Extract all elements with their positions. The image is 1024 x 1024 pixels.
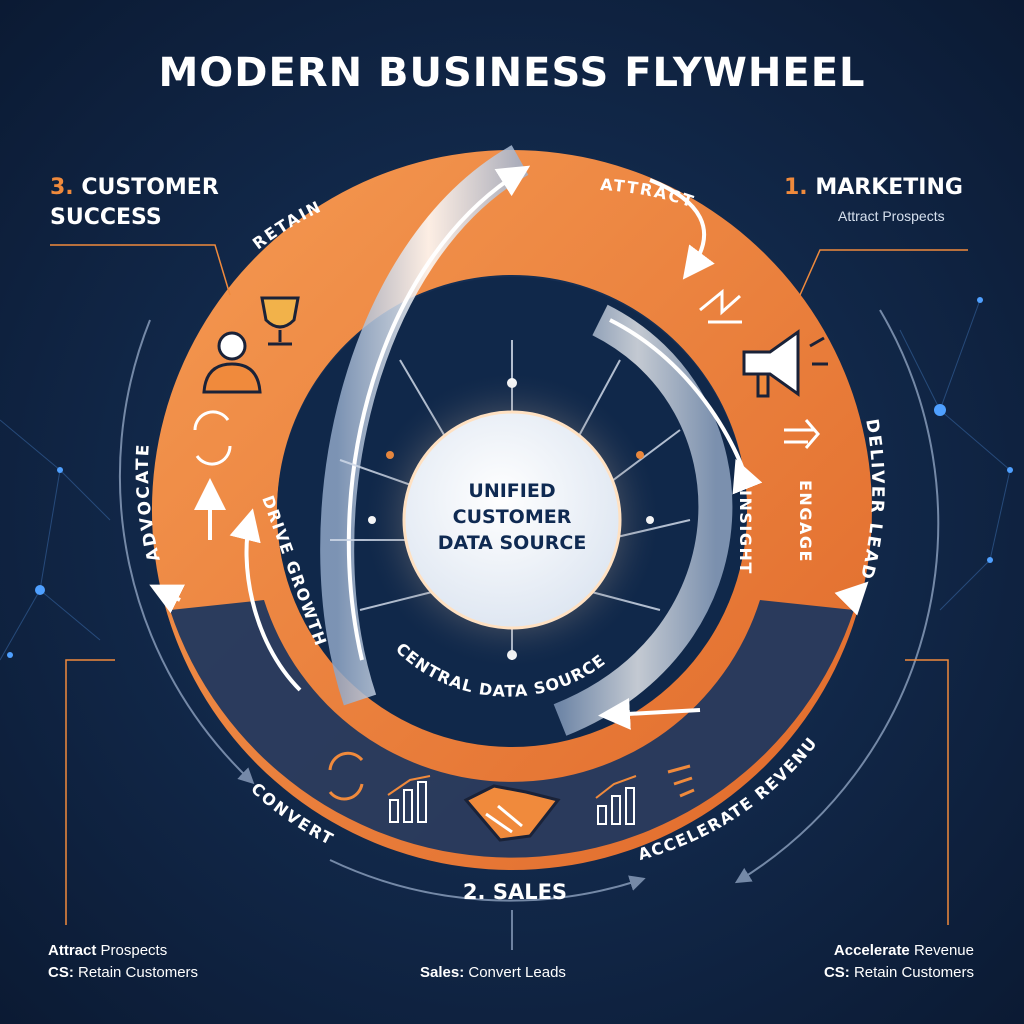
hub-label-line3: DATA SOURCE <box>437 532 587 554</box>
flow-arrows <box>149 165 869 730</box>
ribbon-top <box>320 145 529 706</box>
bottom-left-line1-rest: Prospects <box>96 942 168 959</box>
outer-guide-arcs <box>118 309 940 902</box>
bottom-right-line1-bold: Accelerate <box>833 942 910 959</box>
leader-lines <box>50 244 968 950</box>
hub-label-line2: CUSTOMER <box>452 506 572 528</box>
marketing-subtitle: Attract Prospects <box>838 208 945 224</box>
bottom-center-bold: Sales: <box>420 964 465 981</box>
growth-arrows-icon <box>699 288 742 324</box>
hub-circle <box>402 410 622 630</box>
customer-success-heading: 3. CUSTOMER SUCCESS <box>50 173 219 233</box>
orange-ring <box>151 150 872 871</box>
bottom-right-line1-rest: Revenue <box>909 942 974 959</box>
bottom-left-line1-bold: Attract <box>48 942 97 959</box>
customer-success-name-line1: CUSTOMER <box>81 175 219 200</box>
handshake-icon <box>463 784 561 842</box>
cycle-icon <box>328 751 364 801</box>
label-insight: INSIGHT <box>736 490 755 575</box>
bottom-left-line2-rest: Retain Customers <box>73 964 199 981</box>
bottom-center-caption: Sales: Convert Leads <box>420 962 566 984</box>
trend-chart-icon <box>595 775 637 825</box>
marketing-heading: 1. MARKETING <box>784 173 963 203</box>
network-nodes <box>7 297 1013 658</box>
bottom-left-line2-bold: CS: <box>48 964 74 981</box>
customer-success-name-line2: SUCCESS <box>50 205 162 230</box>
hub-label: UNIFIED CUSTOMER DATA SOURCE <box>412 478 612 556</box>
bottom-center-rest: Convert Leads <box>464 964 566 981</box>
speed-icon <box>667 764 695 798</box>
person-icon <box>202 331 262 394</box>
trophy-icon <box>260 296 300 346</box>
sales-heading: 2. SALES <box>462 880 568 904</box>
marketing-name: MARKETING <box>815 175 963 200</box>
refresh-icon <box>193 410 232 466</box>
bottom-right-line2-bold: CS: <box>823 964 850 981</box>
forward-arrow-icon <box>784 419 820 449</box>
bottom-left-caption: Attract Prospects CS: Retain Customers <box>48 940 198 984</box>
label-engage: ENGAGE <box>796 480 815 563</box>
page-title: MODERN BUSINESS FLYWHEEL <box>158 50 866 96</box>
bar-chart-icon <box>387 775 431 823</box>
bottom-right-line2-rest: Retain Customers <box>849 964 974 981</box>
bottom-right-caption: Accelerate Revenue CS: Retain Customers <box>824 940 974 984</box>
ribbon-bottom <box>553 304 733 736</box>
network-decoration <box>0 299 1011 661</box>
megaphone-icon <box>742 329 828 398</box>
marketing-number: 1. <box>784 175 808 200</box>
customer-success-number: 3. <box>50 175 74 200</box>
hub-label-line1: UNIFIED <box>468 480 556 502</box>
